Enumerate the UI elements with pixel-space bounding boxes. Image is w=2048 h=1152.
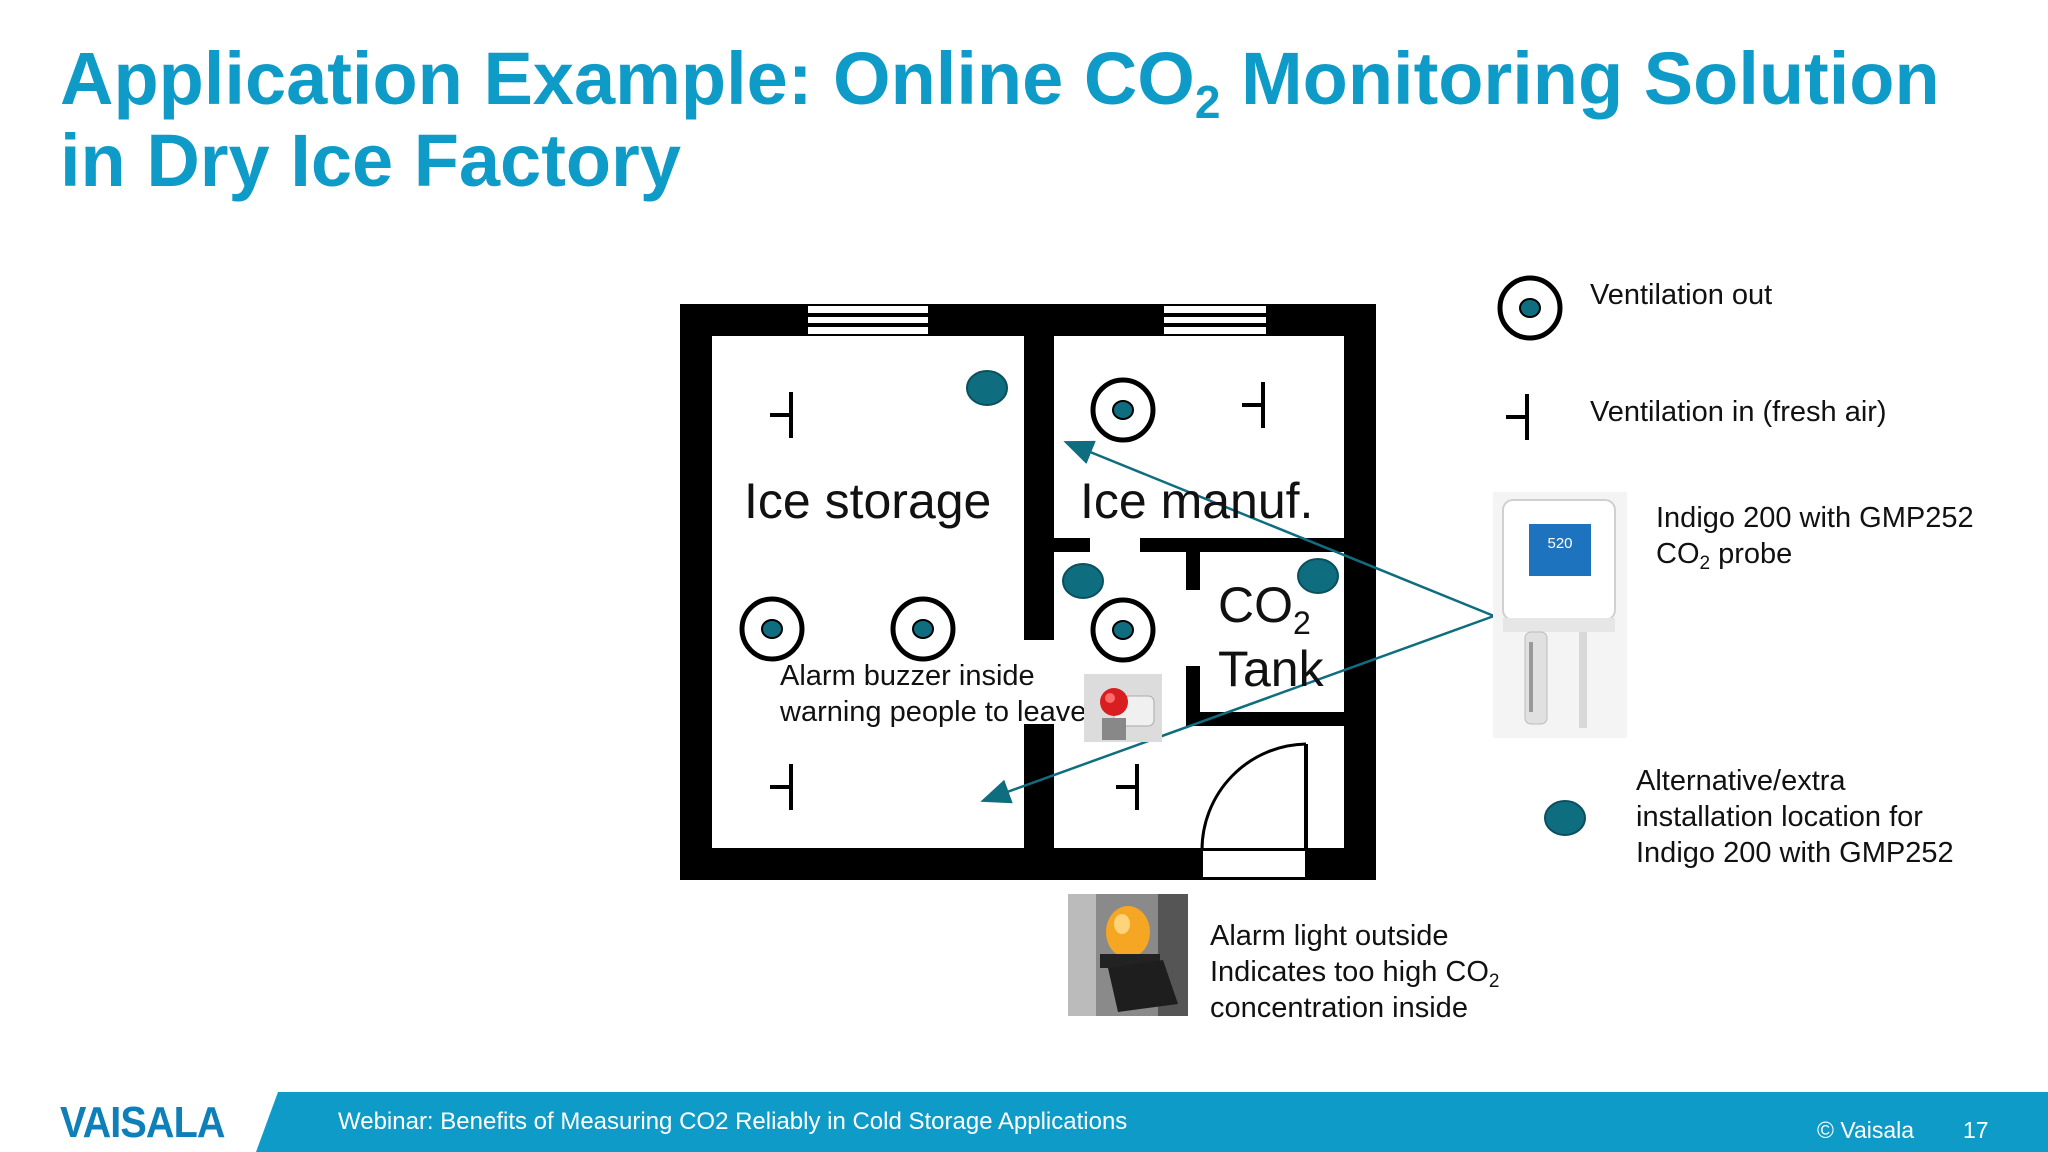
- arrow-to-ice-manuf: [1063, 440, 1495, 618]
- page-number: 17: [1963, 1117, 1989, 1143]
- legend-ventilation-out-icon: [1497, 275, 1563, 341]
- ventilation-in-icon: [770, 392, 793, 438]
- buzzer-icon: [1084, 674, 1162, 742]
- alt-location-dot: [1062, 563, 1104, 599]
- tank-wall-left-bottom: [1186, 666, 1200, 726]
- ventilation-out-icon: [1090, 377, 1156, 443]
- window-left: [808, 306, 928, 334]
- window-right: [1164, 306, 1266, 334]
- alt-location-dot: [1297, 558, 1339, 594]
- manuf-wall-right: [1140, 538, 1350, 552]
- vaisala-logo: VAISALA: [60, 1098, 225, 1147]
- ventilation-in-icon: [770, 764, 793, 810]
- ventilation-out-icon: [1090, 597, 1156, 663]
- room-label-co2-tank: CO2: [1218, 577, 1311, 641]
- arrow-to-ice-storage: [980, 614, 1495, 804]
- room-label-ice-storage: Ice storage: [744, 473, 992, 529]
- tank-wall-left-top: [1186, 552, 1200, 590]
- alarm-buzzer-photo: [1084, 674, 1162, 742]
- footer-copyright: © Vaisala: [1817, 1117, 1915, 1143]
- legend-ventilation-in-icon: [1506, 394, 1529, 440]
- legend-ventilation-in-label: Ventilation in (fresh air): [1590, 396, 1887, 428]
- device-display-value: 520: [1547, 535, 1572, 552]
- central-wall-lower: [1024, 724, 1054, 854]
- ventilation-in-icon: [1116, 764, 1139, 810]
- legend-alt-location-dot: [1544, 800, 1586, 836]
- slide-title: Application Example: Online CO2 Monitori…: [60, 37, 1940, 202]
- tank-wall-bottom: [1186, 712, 1350, 726]
- central-wall-upper: [1024, 330, 1054, 640]
- alarm-light-icon: [1068, 894, 1188, 1016]
- room-label-tank: Tank: [1218, 641, 1324, 697]
- footer-webinar-title: Webinar: Benefits of Measuring CO2 Relia…: [338, 1108, 1128, 1135]
- manuf-wall-left: [1050, 538, 1090, 552]
- room-label-ice-manuf: Ice manuf.: [1080, 473, 1314, 529]
- alt-location-dot: [966, 370, 1008, 406]
- ventilation-out-icon: [890, 596, 956, 662]
- legend-ventilation-out-label: Ventilation out: [1590, 279, 1773, 311]
- indigo-device-photo: 520: [1493, 492, 1627, 738]
- indigo-device-icon: 520: [1493, 492, 1627, 738]
- footer-bar: [256, 1092, 2048, 1152]
- ventilation-out-icon: [739, 596, 805, 662]
- alarm-light-photo: [1068, 894, 1188, 1016]
- ventilation-in-icon: [1242, 382, 1265, 428]
- door: [1200, 742, 1308, 879]
